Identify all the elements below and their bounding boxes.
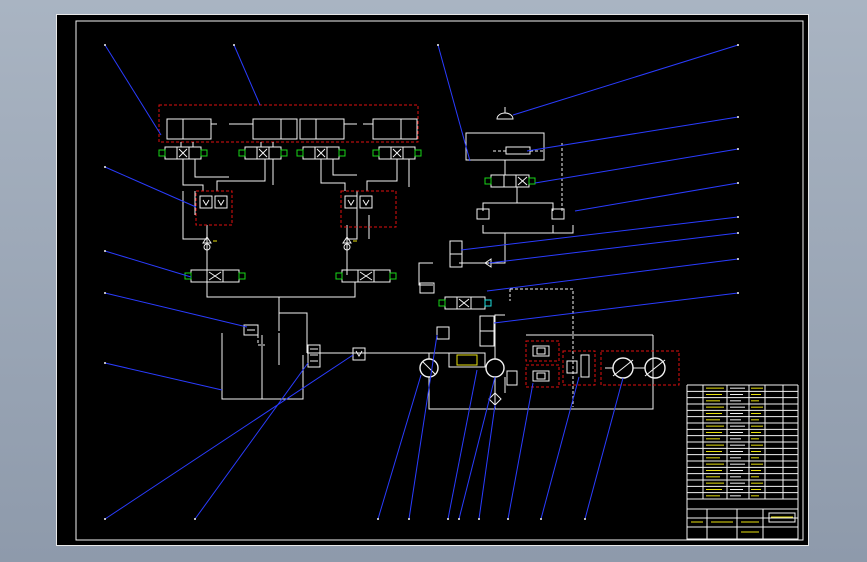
cylinder-group-outline [158, 104, 419, 143]
check-valve-right [342, 236, 357, 251]
valve-group-b [525, 364, 560, 388]
cylinder-2 [229, 118, 298, 140]
valve-group-a [525, 340, 560, 362]
solenoid-valve-right [419, 282, 435, 294]
inner-frame [75, 20, 804, 541]
relief-valve-pump [436, 326, 450, 340]
pump-unit-b [633, 357, 666, 379]
pump-left [419, 358, 439, 378]
valve-b [532, 370, 550, 382]
cylinder-3 [299, 118, 357, 140]
directional-valve-5 [184, 269, 246, 283]
right-dashed-box [509, 288, 574, 407]
relief-valve-left [243, 324, 265, 346]
check-valve-return [352, 347, 366, 361]
cylinder-1 [166, 118, 217, 140]
relief-valve-right-a [476, 208, 490, 220]
tank-right-element [493, 146, 544, 155]
directional-valve-2 [238, 146, 288, 160]
valve-a [532, 345, 550, 357]
filter-left [307, 344, 321, 368]
directional-valve-7 [484, 174, 536, 188]
directional-valve-1 [158, 146, 208, 160]
shuttle-valve-group-left [195, 190, 233, 226]
pump-motor-group [600, 350, 680, 386]
valve-group-c [562, 350, 596, 386]
directional-valve-3 [296, 146, 346, 160]
directional-valve-4 [372, 146, 422, 160]
leader-dots [104, 44, 739, 520]
relief-valve-right-b [551, 208, 565, 220]
main-supply-line [206, 282, 449, 354]
directional-valve-6 [335, 269, 397, 283]
motor-coupling [448, 352, 486, 368]
cylinder-4 [363, 118, 418, 140]
check-valve-left [202, 236, 217, 251]
motor-circle [485, 358, 505, 378]
hydraulic-schematic [75, 20, 804, 541]
drawing-sheet [56, 14, 809, 546]
valve-c [566, 354, 590, 378]
directional-valve-8 [438, 296, 492, 310]
pump-unit-a [605, 357, 634, 379]
shuttle-valve-group-right [340, 190, 397, 228]
leader-lines [104, 44, 739, 520]
tank-line [261, 333, 280, 399]
tank-right-box [465, 132, 545, 161]
check-valve-pump [506, 370, 518, 386]
title-block [686, 498, 799, 540]
pump-piping [428, 314, 654, 410]
shuttle-valve-left [199, 195, 228, 209]
right-upper-piping [459, 160, 574, 264]
pressure-valve-right [418, 240, 463, 286]
shuttle-valve-right [344, 195, 373, 209]
accumulator-right [496, 107, 514, 120]
piping-left [180, 142, 410, 275]
pressure-switch [479, 315, 495, 347]
parts-list-table [686, 384, 799, 500]
